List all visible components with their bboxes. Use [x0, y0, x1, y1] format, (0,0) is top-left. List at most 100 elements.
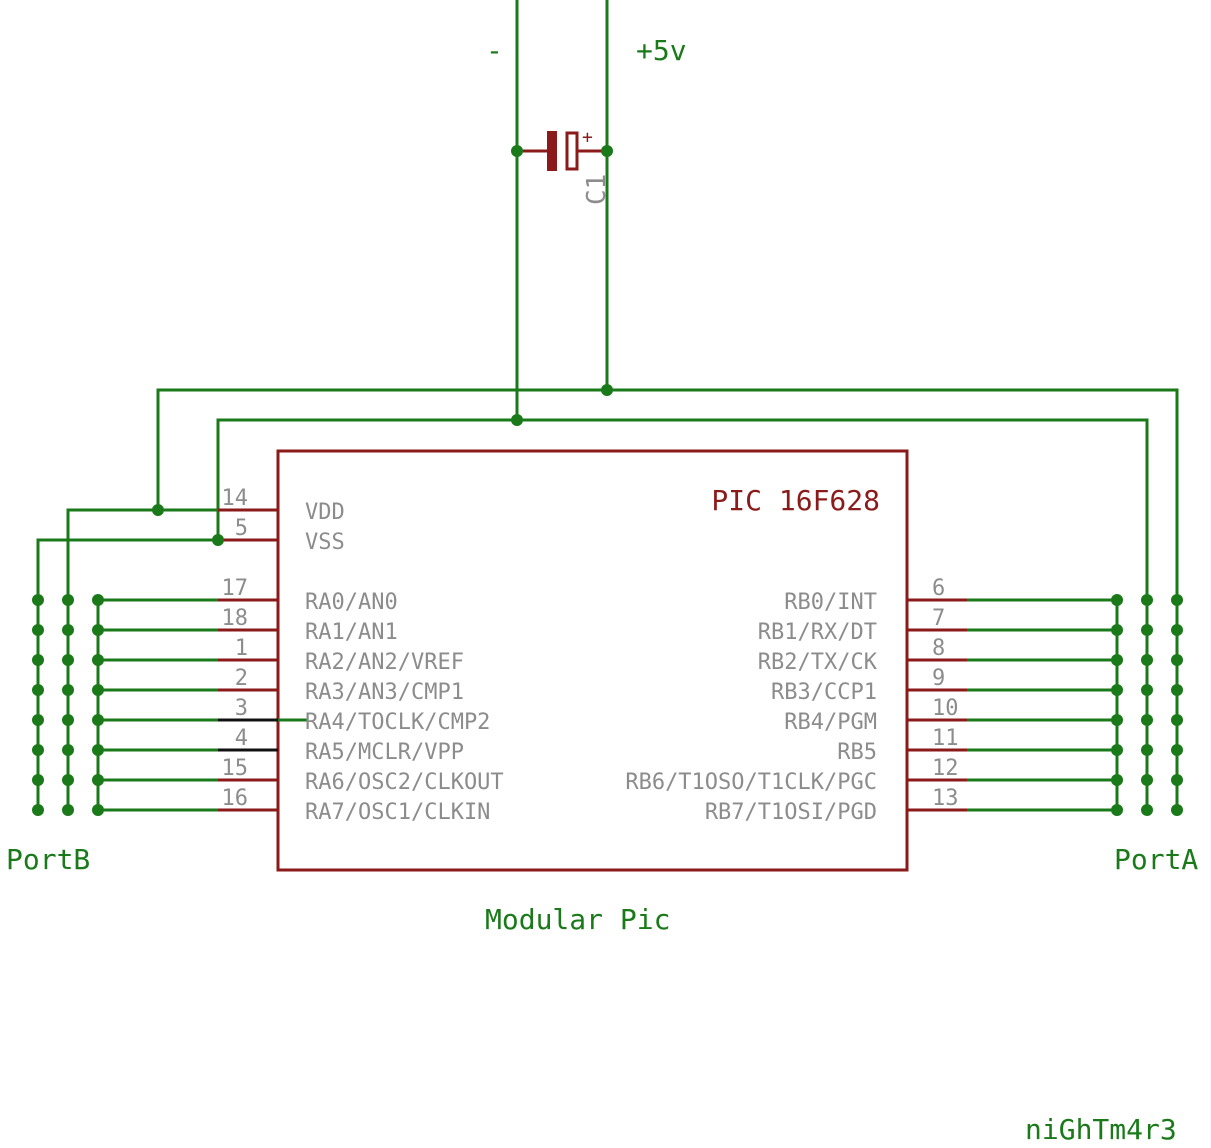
- junction-dot: [1141, 804, 1153, 816]
- pin-name: RB3/CCP1: [771, 680, 877, 705]
- junction-dot: [62, 714, 74, 726]
- pin-name: RA5/MCLR/VPP: [305, 740, 464, 765]
- junction-dot: [1141, 624, 1153, 636]
- junction-dot: [32, 774, 44, 786]
- pin-number: 4: [235, 726, 248, 751]
- pin-number: 11: [932, 726, 959, 751]
- bus-vss-top: [216, 418, 1149, 810]
- junction-dot: [32, 804, 44, 816]
- junction-dot: [511, 145, 523, 157]
- junction-dot: [1171, 804, 1183, 816]
- junction-dot: [1141, 774, 1153, 786]
- pin-number: 9: [932, 666, 945, 691]
- pin-number: 16: [222, 786, 249, 811]
- pin-name: VDD: [305, 500, 345, 525]
- pin-number: 8: [932, 636, 945, 661]
- junction-dot: [32, 684, 44, 696]
- pin-number: 18: [222, 606, 249, 631]
- negative-rail-label: -: [486, 34, 503, 67]
- junction-dot: [1171, 714, 1183, 726]
- junction-dot: [1111, 624, 1123, 636]
- pin-name: RA6/OSC2/CLKOUT: [305, 770, 504, 795]
- junction-dot: [32, 624, 44, 636]
- junction-dot: [62, 684, 74, 696]
- pin-number: 13: [932, 786, 959, 811]
- pin-number: 14: [222, 486, 249, 511]
- junction-dot: [32, 594, 44, 606]
- junction-dot: [92, 804, 104, 816]
- pic-chip: PIC 16F628 14VDD5VSS17RA0/AN018RA1/AN11R…: [98, 449, 1117, 872]
- junction-dot: [1141, 654, 1153, 666]
- junction-dot: [92, 594, 104, 606]
- pin-name: RA0/AN0: [305, 590, 398, 615]
- junction-dot: [152, 504, 164, 516]
- pin-number: 6: [932, 576, 945, 601]
- junction-dot: [1111, 774, 1123, 786]
- junction-dot: [1171, 774, 1183, 786]
- junction-dot: [1111, 684, 1123, 696]
- pin-name: RA4/TOCLK/CMP2: [305, 710, 490, 735]
- junction-dot: [601, 145, 613, 157]
- junction-dot: [62, 624, 74, 636]
- junction-dot: [1111, 654, 1123, 666]
- junction-dot: [511, 414, 523, 426]
- junction-dot: [1111, 744, 1123, 756]
- junction-dot: [1171, 684, 1183, 696]
- junction-dot: [92, 684, 104, 696]
- pin-name: RB4/PGM: [784, 710, 877, 735]
- pin-name: RB1/RX/DT: [758, 620, 877, 645]
- junction-dot: [62, 774, 74, 786]
- junction-dot: [62, 744, 74, 756]
- junction-dot: [92, 774, 104, 786]
- pin-number: 15: [222, 756, 249, 781]
- pin-number: 17: [222, 576, 249, 601]
- cap-plate-negative: [547, 131, 557, 171]
- junction-dot: [92, 744, 104, 756]
- pin-name: RA2/AN2/VREF: [305, 650, 464, 675]
- cap-polarity-mark: +: [582, 127, 593, 148]
- chip-pins: 14VDD5VSS17RA0/AN018RA1/AN11RA2/AN2/VREF…: [98, 486, 1117, 825]
- pin-name: RA7/OSC1/CLKIN: [305, 800, 490, 825]
- junction-dot: [62, 804, 74, 816]
- pin-number: 5: [235, 516, 248, 541]
- junction-dot: [92, 624, 104, 636]
- junction-dot: [1141, 594, 1153, 606]
- junction-dot: [92, 654, 104, 666]
- positive-rail-label: +5v: [636, 34, 687, 67]
- pin-name: RA1/AN1: [305, 620, 398, 645]
- chip-title: PIC 16F628: [711, 484, 880, 517]
- author-credit: niGhTm4r3: [1025, 1113, 1177, 1146]
- junction-dot: [62, 594, 74, 606]
- junction-dot: [601, 384, 613, 396]
- junction-dot: [32, 714, 44, 726]
- junction-dot: [1141, 684, 1153, 696]
- pin-number: 10: [932, 696, 959, 721]
- pin-number: 12: [932, 756, 959, 781]
- junction-dot: [1111, 804, 1123, 816]
- junction-dot: [1141, 714, 1153, 726]
- junction-dot: [1111, 594, 1123, 606]
- pin-number: 2: [235, 666, 248, 691]
- pin-name: RA3/AN3/CMP1: [305, 680, 464, 705]
- junction-dot: [1171, 744, 1183, 756]
- capacitor-c1: + C1: [517, 127, 612, 205]
- pin-name: RB7/T1OSI/PGD: [705, 800, 877, 825]
- pin-name: RB2/TX/CK: [758, 650, 878, 675]
- junction-dot: [32, 744, 44, 756]
- porta-label: PortA: [1114, 843, 1198, 876]
- junction-dot: [212, 534, 224, 546]
- portb-label: PortB: [6, 843, 90, 876]
- junction-dot: [1111, 714, 1123, 726]
- pin-number: 3: [235, 696, 248, 721]
- cap-plate-positive: [565, 131, 579, 171]
- pin-name: RB0/INT: [784, 590, 877, 615]
- junction-dot: [92, 714, 104, 726]
- pin-number: 1: [235, 636, 248, 661]
- junction-dots: [32, 145, 1183, 816]
- vdd-feed: [66, 508, 278, 810]
- diagram-caption: Modular Pic: [485, 903, 670, 936]
- junction-dot: [62, 654, 74, 666]
- junction-dot: [1171, 654, 1183, 666]
- junction-dot: [1171, 594, 1183, 606]
